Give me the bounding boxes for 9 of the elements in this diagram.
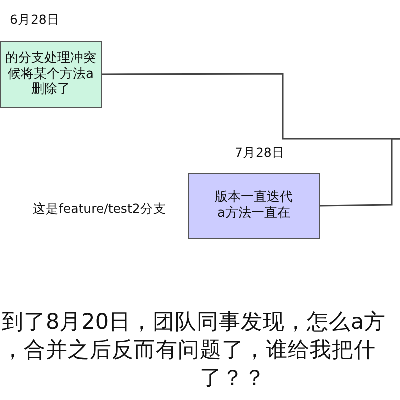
story-text: 了？？ [200,365,266,392]
story-text: 到了8月20日，团队同事发现，怎么a方 [2,309,386,336]
process-box: 版本一直迭代a方法一直在 [188,173,320,239]
connector-line [320,138,400,207]
branch-note: 这是feature/test2分支 [33,201,166,218]
date-label: 6月28日 [10,12,60,29]
date-label: 7月28日 [235,145,285,162]
process-box: 的分支处理冲突候将某个方法a删除了 [0,41,102,108]
story-text: ，合并之后反而有问题了，谁给我把什 [2,337,376,364]
